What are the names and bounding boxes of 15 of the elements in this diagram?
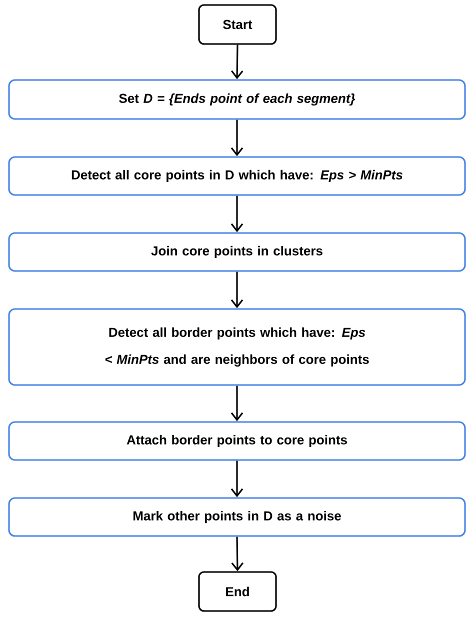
process-box: Mark other points in D as a noise: [8, 497, 466, 537]
process-box: Attach border points to core points: [8, 421, 466, 461]
arrow: [230, 386, 244, 422]
arrow: [231, 536, 244, 572]
arrow: [230, 196, 244, 232]
arrow: [230, 44, 244, 80]
process-box: Detect all border points which have: Eps < MinPts and are neighbors of core points: [8, 308, 466, 386]
terminal-box: End: [198, 571, 277, 612]
arrow: [230, 120, 244, 156]
arrow: [230, 272, 244, 308]
terminal-box: Start: [198, 4, 277, 45]
process-box: Detect all core points in D which have: Eps > MinPts: [8, 156, 466, 196]
arrow: [230, 460, 244, 498]
process-box: Set D = {Ends point of each segment}: [8, 79, 466, 120]
process-box: Join core points in clusters: [8, 232, 466, 272]
